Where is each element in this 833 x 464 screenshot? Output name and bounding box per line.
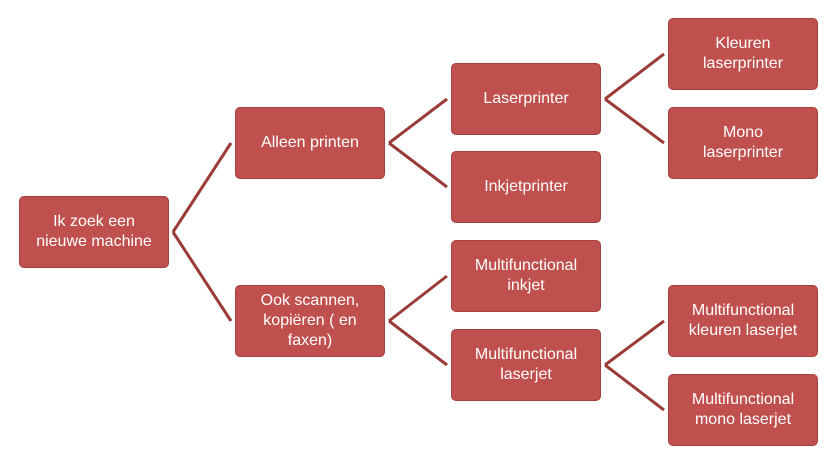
connector-ook_scannen-to-mf_laserjet [388, 319, 448, 367]
node-alleen-printen: Alleen printen [235, 107, 385, 179]
node-multifunctional-inkjet: Multifunctional inkjet [451, 240, 601, 312]
connector-root-to-alleen_printen [171, 142, 233, 233]
node-multifunctional-kleuren-laserjet: Multifunctional kleuren laserjet [668, 285, 818, 357]
connector-mf_laserjet-to-mf_mono_laserjet [604, 363, 665, 412]
connector-root-to-ook_scannen [171, 231, 233, 322]
node-laserprinter: Laserprinter [451, 63, 601, 135]
node-multifunctional-laserjet: Multifunctional laserjet [451, 329, 601, 401]
connector-laserprinter-to-kleuren_laserprinter [604, 52, 665, 101]
node-mono-laserprinter: Mono laserprinter [668, 107, 818, 179]
connector-laserprinter-to-mono_laserprinter [604, 97, 665, 145]
connector-alleen_printen-to-laserprinter [388, 97, 448, 145]
connector-ook_scannen-to-mf_inkjet [388, 274, 448, 323]
connector-mf_laserjet-to-mf_kleuren_laserjet [604, 319, 665, 367]
node-inkjetprinter: Inkjetprinter [451, 151, 601, 223]
connector-alleen_printen-to-inkjetprinter [388, 141, 448, 189]
node-kleuren-laserprinter: Kleuren laserprinter [668, 18, 818, 90]
node-root: Ik zoek een nieuwe machine [19, 196, 169, 268]
node-ook-scannen: Ook scannen, kopiëren ( en faxen) [235, 285, 385, 357]
node-multifunctional-mono-laserjet: Multifunctional mono laserjet [668, 374, 818, 446]
